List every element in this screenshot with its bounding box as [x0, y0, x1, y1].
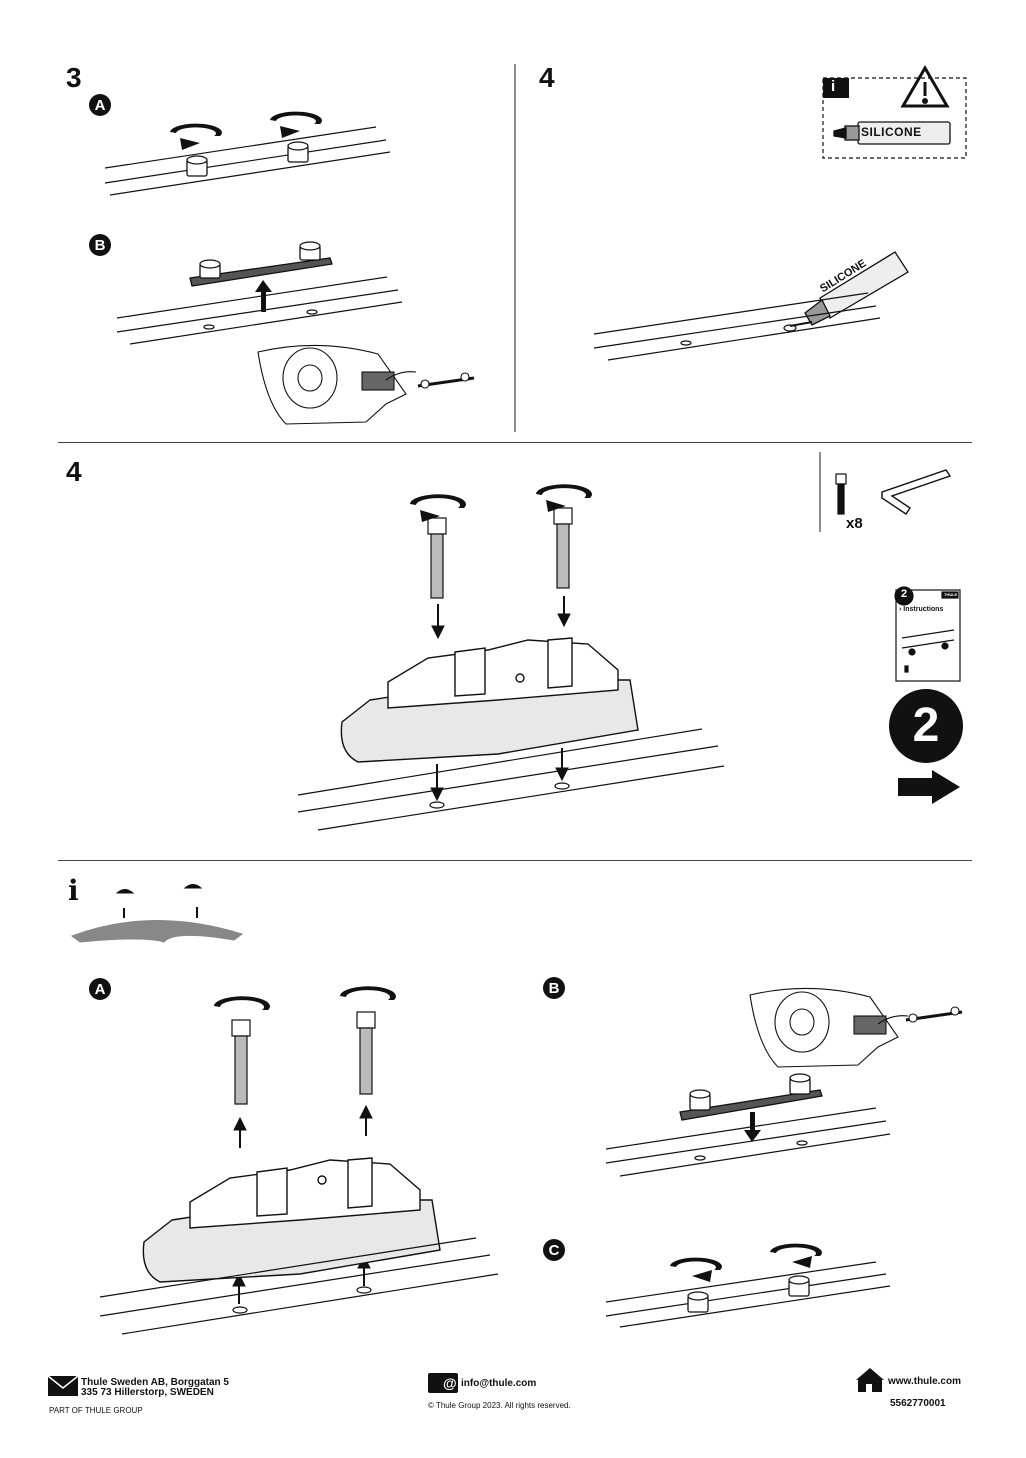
email-at-symbol: @ — [443, 1375, 457, 1391]
bottom-c-nuts — [687, 1275, 810, 1313]
bottom-c-badge: C — [543, 1239, 565, 1261]
bottom-a-badge: A — [89, 978, 111, 1000]
footer-email[interactable]: info@thule.com — [461, 1378, 537, 1389]
info-box-badge — [823, 78, 849, 98]
bottom-b-bracket — [679, 1089, 823, 1121]
mail-icon — [47, 1375, 79, 1396]
footer-address-line1: Thule Sweden AB, Borggatan 5 — [81, 1377, 229, 1388]
silicone-tube-label: SILICONE — [861, 125, 922, 139]
bottom-c-rail — [605, 1261, 891, 1328]
next-booklet-number: 2 — [912, 699, 940, 752]
silicone-tube-icon — [833, 121, 951, 145]
parts-quantity: x8 — [846, 515, 863, 532]
step-3a-nut-left — [186, 155, 208, 177]
booklet-brand: THULE — [944, 592, 958, 597]
parts-screw-icon — [835, 473, 847, 515]
footer-address-line2: 335 73 Hillerstorp, SWEDEN — [81, 1387, 214, 1398]
bottom-b-rail — [605, 1107, 891, 1177]
rotate-arrow-screw-right — [536, 484, 592, 512]
bottom-c-rotate-arrows — [670, 1243, 822, 1282]
bottom-b-bracket-small — [905, 1006, 963, 1023]
bottom-a-screw-left-icon — [231, 1019, 251, 1105]
step-3a-rotate-arrow-left — [170, 123, 222, 150]
step-4-top-rail — [593, 292, 881, 361]
step-3a-nut-right — [287, 141, 309, 163]
booklet-title: › Instructions — [899, 606, 944, 613]
silicone-info-box — [822, 77, 967, 159]
screw-left-icon — [427, 517, 447, 599]
footer-code: 5562770001 — [890, 1398, 946, 1409]
divider-2 — [58, 860, 972, 861]
bottom-b-car-dashboard-icon — [749, 987, 909, 1068]
footer-copyright: © Thule Group 2023. All rights reserved. — [428, 1401, 571, 1410]
step-4-main-number: 4 — [66, 456, 82, 487]
foot-pad-main — [340, 637, 639, 763]
car-roof-icon — [70, 884, 244, 943]
step-3b-badge: B — [89, 234, 111, 256]
step-3b-car-dashboard-icon — [257, 344, 417, 425]
step-3b-rail — [116, 276, 403, 345]
bottom-a-rotate-arrows — [214, 986, 396, 1010]
step-4-main-rail — [297, 728, 725, 831]
divider-1 — [58, 442, 972, 443]
bottom-b-badge: B — [543, 977, 565, 999]
step-3b-bracket — [189, 257, 333, 287]
home-icon — [856, 1368, 884, 1392]
email-at-icon — [428, 1373, 458, 1393]
step-3a-badge: A — [89, 94, 111, 116]
footer-group: PART OF THULE GROUP — [49, 1406, 143, 1415]
bottom-b-down-arrow-icon — [744, 1112, 761, 1142]
info-icon: i — [68, 874, 79, 907]
bottom-b-nuts — [689, 1073, 811, 1111]
bottom-a-foot-pad — [142, 1157, 441, 1283]
step-3b-nut-right — [299, 241, 321, 261]
warning-triangle-icon — [900, 65, 950, 108]
step-3a-rotate-arrow-right — [270, 111, 322, 138]
booklet-number: 2 — [900, 588, 908, 600]
step-3b-nut-left — [199, 259, 221, 279]
step-3b-bracket-small — [417, 372, 475, 389]
bottom-a-screw-right-icon — [356, 1011, 376, 1095]
instructions-booklet-icon — [894, 586, 961, 682]
step-3a-rail — [104, 126, 391, 196]
step-3b-up-arrow-icon — [255, 280, 272, 312]
rotate-arrow-screw-left — [410, 494, 466, 522]
allen-key-icon — [881, 469, 952, 515]
next-arrow-icon — [898, 770, 960, 804]
next-booklet-circle — [889, 689, 963, 763]
info-box-label: i — [831, 78, 836, 95]
screw-right-icon — [553, 507, 573, 589]
footer-web[interactable]: www.thule.com — [888, 1376, 961, 1387]
step-3-number: 3 — [66, 62, 82, 93]
bottom-a-rail — [99, 1237, 499, 1335]
step-4-top-number: 4 — [539, 62, 555, 93]
